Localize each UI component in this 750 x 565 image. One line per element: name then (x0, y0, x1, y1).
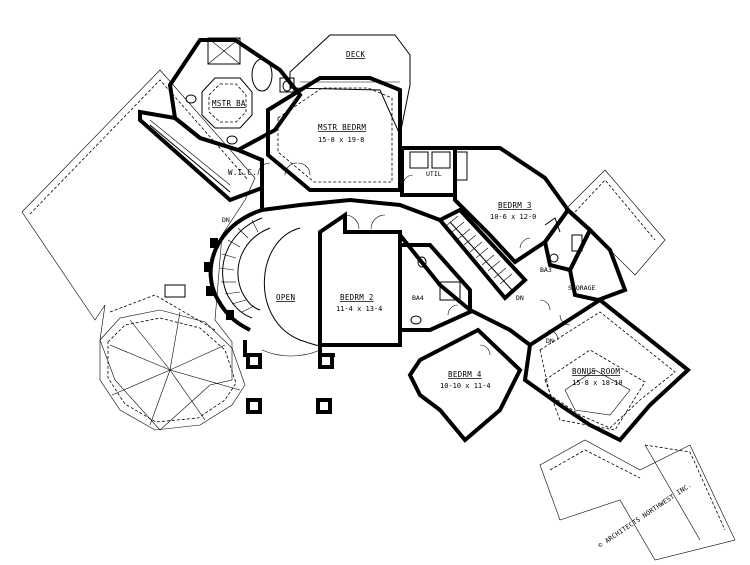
columns (246, 353, 334, 414)
open-label: OPEN (276, 293, 295, 302)
stair-dn-bonus-label: DN (546, 337, 554, 345)
master-bedroom-label: MSTR BEDRM (318, 123, 366, 132)
hallway: DN (260, 188, 571, 347)
bedroom-2: BEDRM 2 11-4 x 13-4 (318, 211, 402, 347)
bath-3-label: BA3 (540, 266, 552, 274)
bath-4: BA4 (398, 243, 472, 332)
utility-label: UTIL (426, 170, 442, 178)
roof-outlines (21, 69, 736, 561)
bonus-room-label: BONUS ROOM (572, 367, 620, 376)
copyright-text: © ARCHITECTS NORTHWEST INC. (597, 481, 694, 550)
curved-stair-open: DN OPEN (204, 208, 335, 357)
bedroom-4-label: BEDRM 4 (448, 370, 482, 379)
bonus-room-size: 15-8 x 18-10 (572, 379, 623, 387)
storage-label: STORAGE (568, 284, 595, 292)
stair-dn-straight-label: DN (516, 294, 524, 302)
bath-4-label: BA4 (412, 294, 424, 302)
bedroom-4-size: 10-10 x 11-4 (440, 382, 491, 390)
bonus-room: BONUS ROOM 15-8 x 18-10 (522, 297, 692, 443)
master-bedroom: MSTR BEDRM 15-8 x 19-8 (257, 76, 402, 192)
bedroom-2-size: 11-4 x 13-4 (336, 305, 382, 313)
utility-room: UTIL (400, 146, 457, 197)
bedroom-3-size: 10-6 x 12-0 (490, 213, 536, 221)
wic-label: W.I.C. (228, 168, 257, 177)
bedroom-4: BEDRM 4 10-10 x 11-4 (407, 327, 523, 443)
storage-room: STORAGE (567, 226, 628, 303)
stair-dn-curved-label: DN (222, 216, 230, 224)
deck-label: DECK (346, 50, 365, 59)
bedroom-2-label: BEDRM 2 (340, 293, 374, 302)
master-bedroom-size: 15-8 x 19-8 (318, 136, 364, 144)
straight-stair: DN (436, 207, 528, 302)
master-bath: MSTR BA (167, 37, 303, 153)
bedroom-3-label: BEDRM 3 (498, 201, 532, 210)
master-bath-label: MSTR BA (212, 99, 246, 108)
walk-in-closet: W.I.C. (138, 109, 264, 203)
bedroom-3: BEDRM 3 10-6 x 12-0 (453, 146, 571, 265)
